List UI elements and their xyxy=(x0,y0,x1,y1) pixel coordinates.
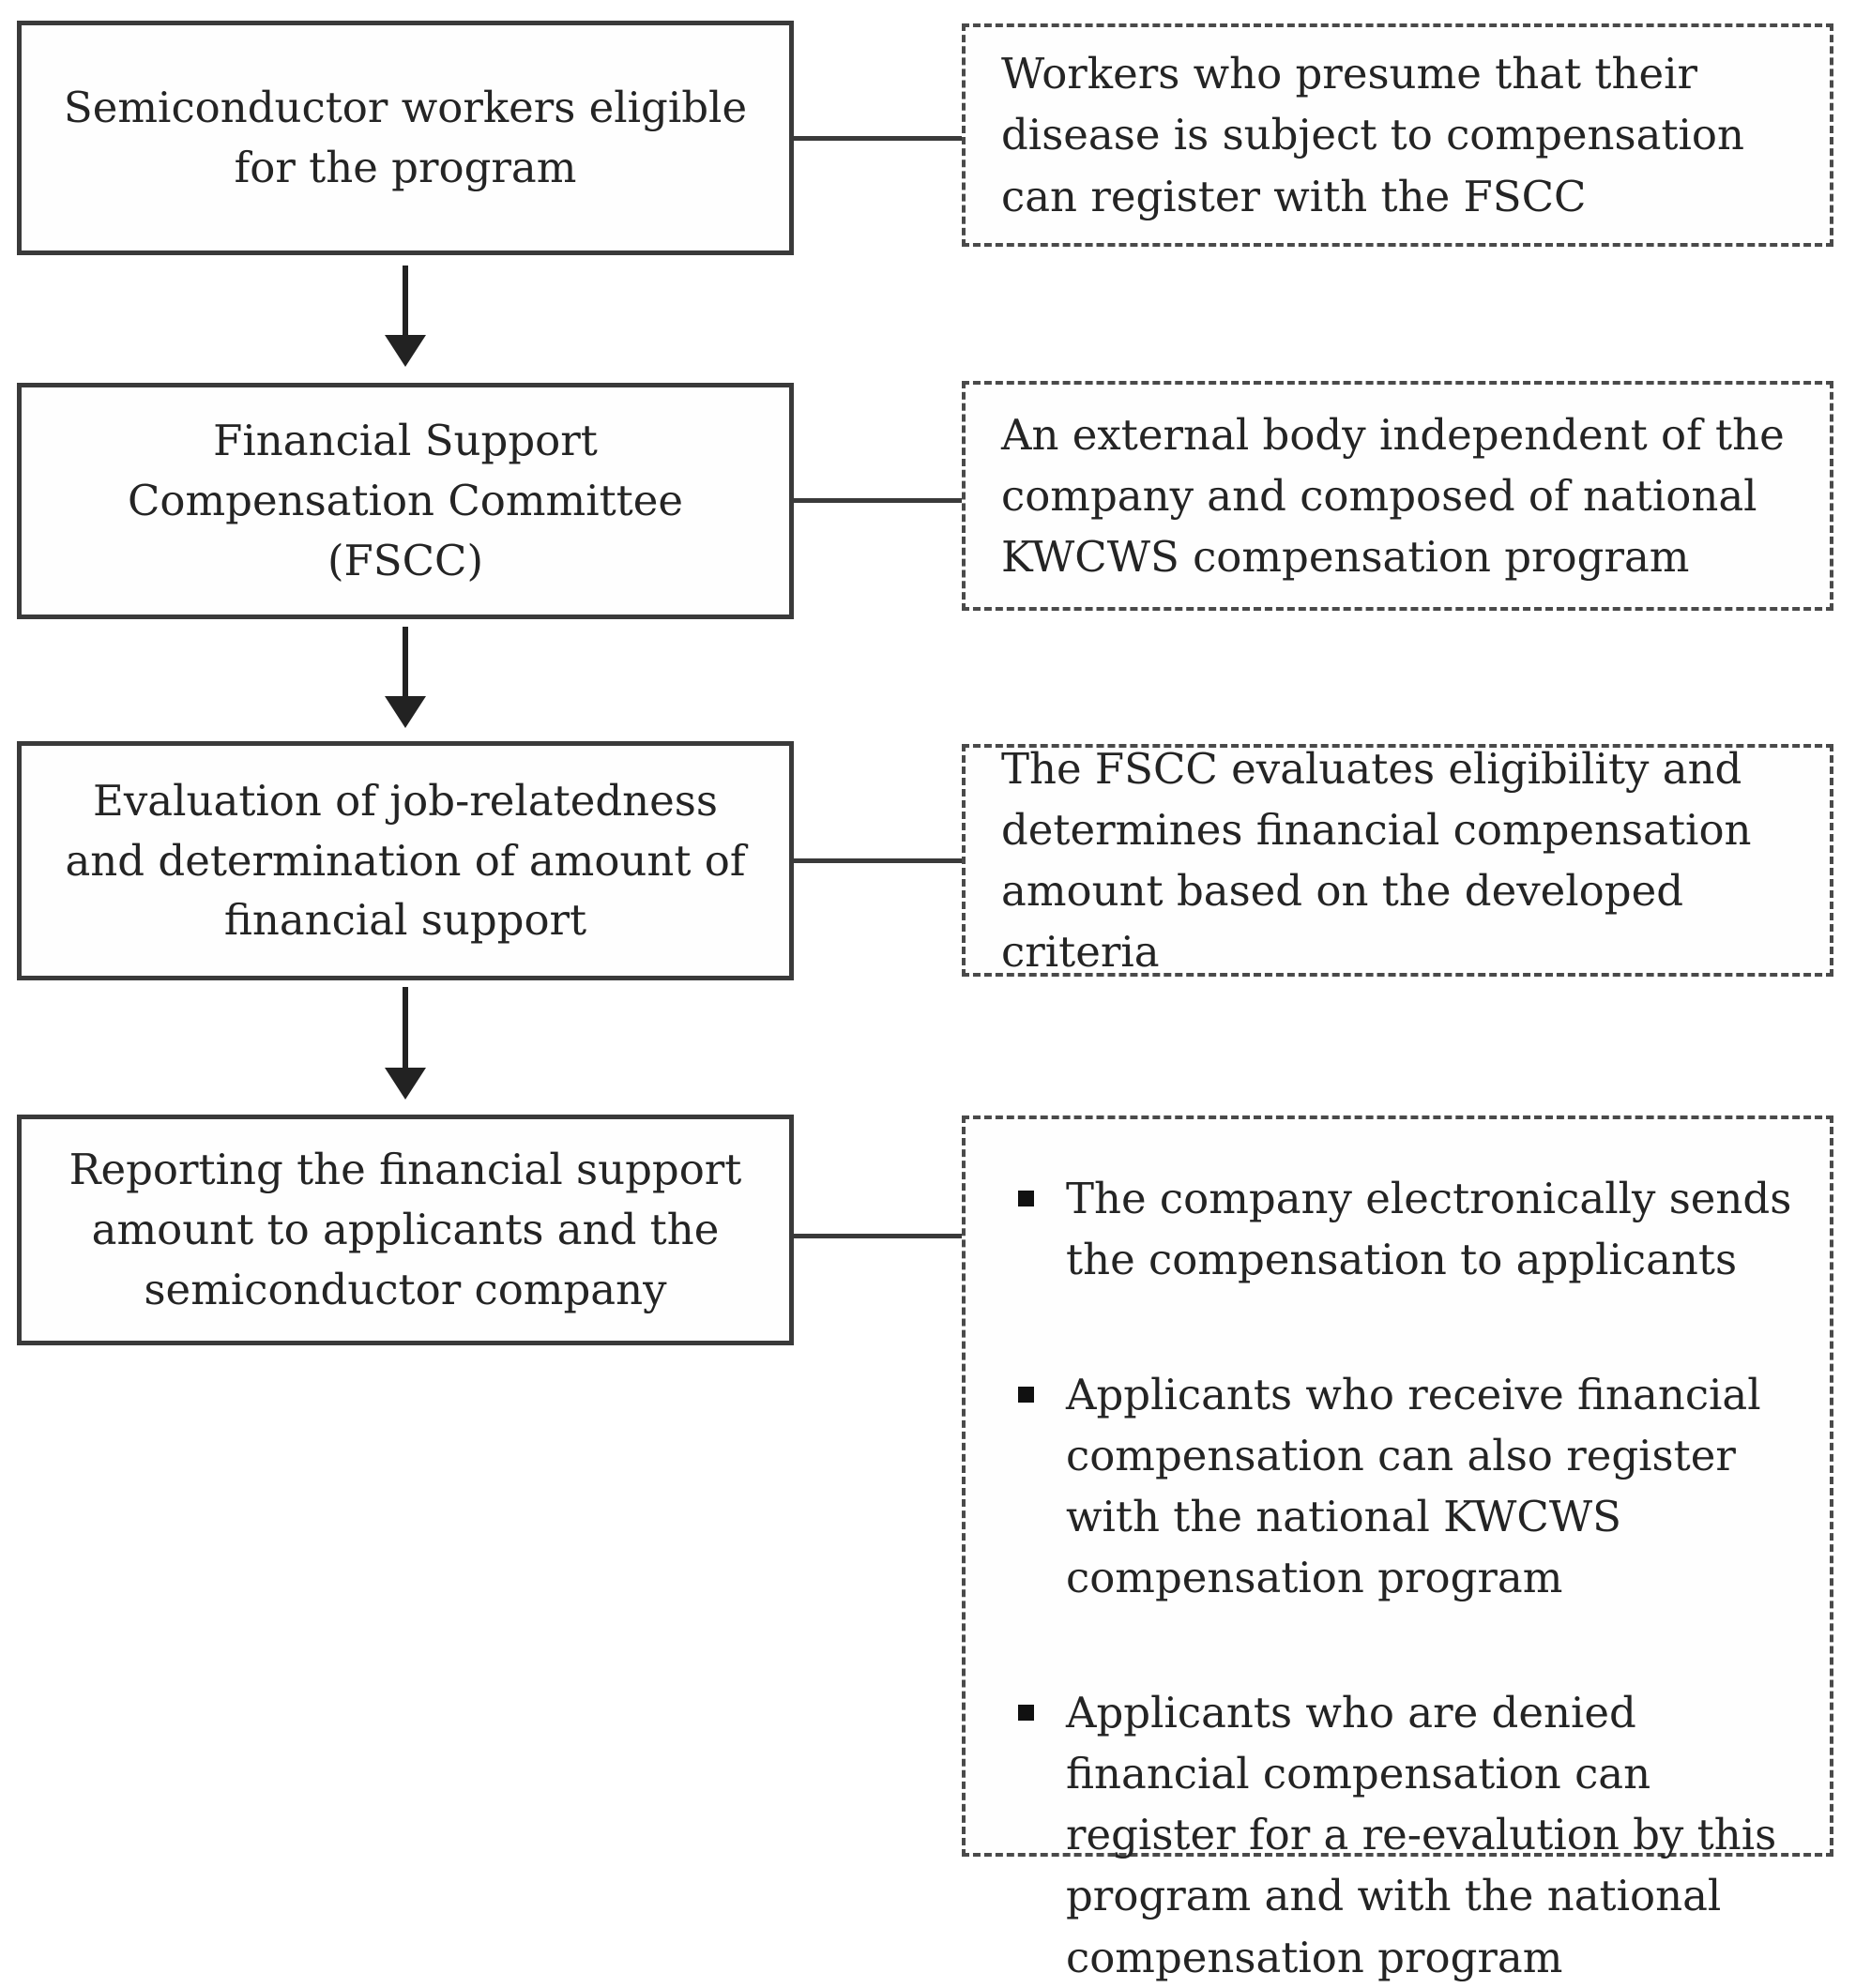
note-text: The company electronically sends the com… xyxy=(1066,1174,1792,1285)
flow-step-label: Evaluation of job-relatedness and determ… xyxy=(65,775,746,946)
list-item: The company electronically sends the com… xyxy=(1001,1168,1794,1291)
note-box-criteria: The FSCC evaluates eligibility and deter… xyxy=(962,744,1833,977)
note-text: The FSCC evaluates eligibility and deter… xyxy=(1001,743,1752,978)
arrow-head xyxy=(385,1068,426,1100)
connector-line xyxy=(794,498,962,503)
arrow-head xyxy=(385,335,426,367)
square-bullet-icon xyxy=(1018,1704,1034,1721)
list-item: Applicants who receive financial compens… xyxy=(1001,1364,1794,1609)
list-item: Applicants who are denied financial comp… xyxy=(1001,1682,1794,1988)
flowchart-figure: Semiconductor workers eligible for the p… xyxy=(17,21,1833,1982)
flow-step-label: Semiconductor workers eligible for the p… xyxy=(63,83,748,192)
square-bullet-icon xyxy=(1018,1191,1034,1206)
arrow-shaft xyxy=(403,266,408,335)
note-text: Workers who presume that their disease i… xyxy=(1001,49,1744,221)
down-arrow-icon xyxy=(385,987,426,1100)
flow-step-fscc: Financial Support Compensation Committee… xyxy=(17,383,794,619)
flow-step-evaluation: Evaluation of job-relatedness and determ… xyxy=(17,741,794,980)
flow-step-eligible-workers: Semiconductor workers eligible for the p… xyxy=(17,21,794,255)
note-text: Applicants who receive financial compens… xyxy=(1066,1369,1761,1603)
flow-step-label: Reporting the financial support amount t… xyxy=(68,1145,742,1314)
note-box-registration: Workers who presume that their disease i… xyxy=(962,23,1833,247)
square-bullet-icon xyxy=(1018,1386,1034,1403)
note-text: An external body independent of the comp… xyxy=(1001,409,1785,583)
down-arrow-icon xyxy=(385,266,426,367)
arrow-shaft xyxy=(403,627,408,696)
note-text: Applicants who are denied financial comp… xyxy=(1066,1687,1777,1982)
down-arrow-icon xyxy=(385,627,426,728)
flow-step-reporting: Reporting the financial support amount t… xyxy=(17,1115,794,1345)
arrow-head xyxy=(385,696,426,728)
note-box-outcomes: The company electronically sends the com… xyxy=(962,1115,1833,1982)
connector-line xyxy=(794,1234,962,1238)
arrow-shaft xyxy=(403,987,408,1068)
connector-line xyxy=(794,858,962,863)
connector-line xyxy=(794,136,962,141)
flow-step-label: Financial Support Compensation Committee… xyxy=(127,416,684,585)
note-box-external-body: An external body independent of the comp… xyxy=(962,381,1833,611)
